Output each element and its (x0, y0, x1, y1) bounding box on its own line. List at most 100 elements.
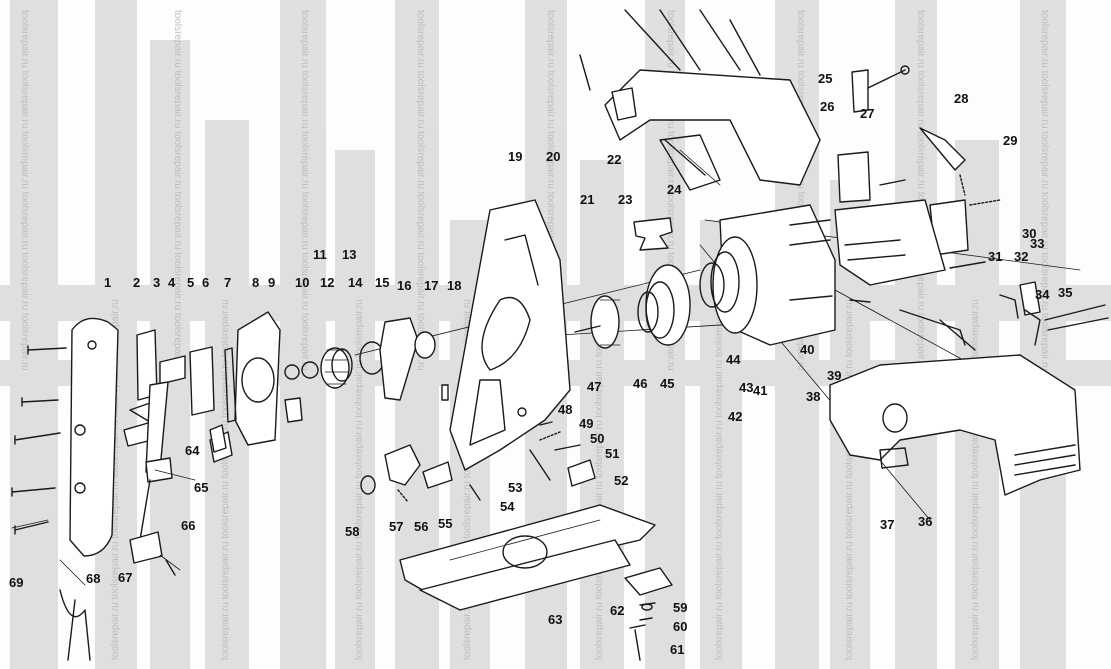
leader (159, 554, 181, 571)
bushing-part-58 (360, 475, 376, 495)
clamp-part-26 (837, 151, 871, 203)
pin-part-18 (441, 384, 449, 401)
shaft (574, 325, 601, 333)
part-callout-41: 41 (753, 383, 768, 398)
spring-part-50 (539, 431, 561, 441)
part-callout-61: 61 (670, 642, 685, 657)
screw (21, 397, 59, 407)
hole (74, 424, 86, 436)
part-callout-57: 57 (389, 519, 404, 534)
commutator-part-46 (637, 291, 659, 333)
part-callout-40: 40 (800, 342, 815, 357)
screw-part-40 (849, 299, 871, 303)
screw-part-54 (469, 484, 481, 501)
part-callout-11: 11 (313, 247, 327, 262)
screw-part-69 (11, 519, 49, 529)
leader (154, 469, 196, 481)
part-callout-52: 52 (614, 473, 629, 488)
part-callout-64: 64 (185, 443, 200, 458)
insulator-part-23 (633, 217, 673, 251)
handle-cover-part-36 (829, 354, 1081, 496)
part-callout-59: 59 (673, 600, 688, 615)
gear-teeth (324, 349, 349, 385)
plate-part-6 (189, 346, 215, 416)
handle-part-21 (604, 69, 821, 186)
part-callout-12: 12 (320, 275, 335, 290)
part-callout-51: 51 (605, 446, 620, 461)
part-callout-60: 60 (673, 619, 688, 634)
part-callout-20: 20 (546, 149, 561, 164)
part-callout-15: 15 (375, 275, 390, 290)
part-callout-10: 10 (295, 275, 310, 290)
gear-part-14 (331, 348, 353, 382)
terminal-part-31 (949, 261, 986, 269)
cable-part-25 (867, 69, 906, 89)
part-callout-47: 47 (587, 379, 602, 394)
watermark-text: toolsrepair.ru toolsrepair.ru toolsrepai… (220, 299, 231, 660)
part-callout-49: 49 (579, 416, 594, 431)
watermark-text: toolsrepair.ru toolsrepair.ru toolsrepai… (299, 10, 310, 371)
part-callout-18: 18 (447, 278, 462, 293)
knob-part-37 (882, 403, 908, 433)
part-callout-19: 19 (508, 149, 523, 164)
bushing-part-10 (284, 397, 303, 423)
part-callout-66: 66 (181, 518, 196, 533)
switch-housing (834, 199, 946, 286)
part-callout-3: 3 (153, 275, 161, 290)
part-callout-22: 22 (607, 152, 622, 167)
watermark-text: toolsrepair.ru toolsrepair.ru toolsrepai… (19, 10, 30, 371)
screw-part-27 (879, 179, 906, 186)
bracket-part-25 (851, 69, 869, 113)
clip-part-64 (209, 424, 227, 453)
rod-part-53 (529, 449, 551, 481)
guide-part-55 (422, 461, 453, 489)
screw-part-66 (165, 559, 176, 576)
part-callout-68: 68 (86, 571, 101, 586)
hole (87, 340, 97, 350)
roller-part-52 (567, 459, 596, 487)
rod-part-4 (129, 402, 151, 423)
part-callout-9: 9 (268, 275, 276, 290)
part-callout-34: 34 (1035, 287, 1050, 302)
part-callout-21: 21 (580, 192, 595, 207)
fan-part-44 (699, 262, 725, 308)
watermark-text: toolsrepair.ru toolsrepair.ru toolsrepai… (110, 299, 121, 660)
part-callout-36: 36 (918, 514, 933, 529)
part-callout-25: 25 (818, 71, 833, 86)
watermark-text: toolsrepair.ru toolsrepair.ru toolsrepai… (714, 299, 725, 660)
part-callout-50: 50 (590, 431, 605, 446)
part-callout-43: 43 (739, 380, 754, 395)
watermark-text: toolsrepair.ru toolsrepair.ru toolsrepai… (415, 10, 426, 371)
brush-part-38 (939, 319, 976, 351)
bracket (224, 347, 237, 423)
part-callout-1: 1 (104, 275, 112, 290)
switch-lever-part-28 (919, 127, 966, 171)
part-callout-2: 2 (133, 275, 141, 290)
gear-part-13 (320, 347, 350, 389)
part-callout-54: 54 (500, 499, 515, 514)
link-part-56 (384, 444, 421, 486)
screw-part-24 (679, 149, 721, 186)
housing-half-part-19 (449, 199, 571, 471)
watermark-text: toolsrepair.ru toolsrepair.ru toolsrepai… (462, 299, 473, 660)
part-callout-65: 65 (194, 480, 209, 495)
brush-part-39 (899, 309, 966, 346)
watermark-text: toolsrepair.ru toolsrepair.ru toolsrepai… (172, 10, 183, 371)
part-callout-48: 48 (558, 402, 573, 417)
stator-part-42 (712, 236, 758, 334)
clamp-part-67 (129, 531, 163, 564)
part-callout-17: 17 (424, 278, 439, 293)
part-callout-38: 38 (806, 389, 821, 404)
part-callout-44: 44 (726, 352, 741, 367)
leader (59, 559, 86, 586)
part-callout-26: 26 (820, 99, 835, 114)
clamp-part-33 (1019, 281, 1041, 316)
cam-part-16 (379, 317, 419, 401)
plate-part-22 (611, 87, 637, 121)
screw (624, 9, 761, 76)
plate-part-62 (624, 567, 673, 596)
part-callout-27: 27 (860, 106, 875, 121)
disc-part-17 (414, 331, 436, 359)
part-callout-32: 32 (1014, 249, 1029, 264)
